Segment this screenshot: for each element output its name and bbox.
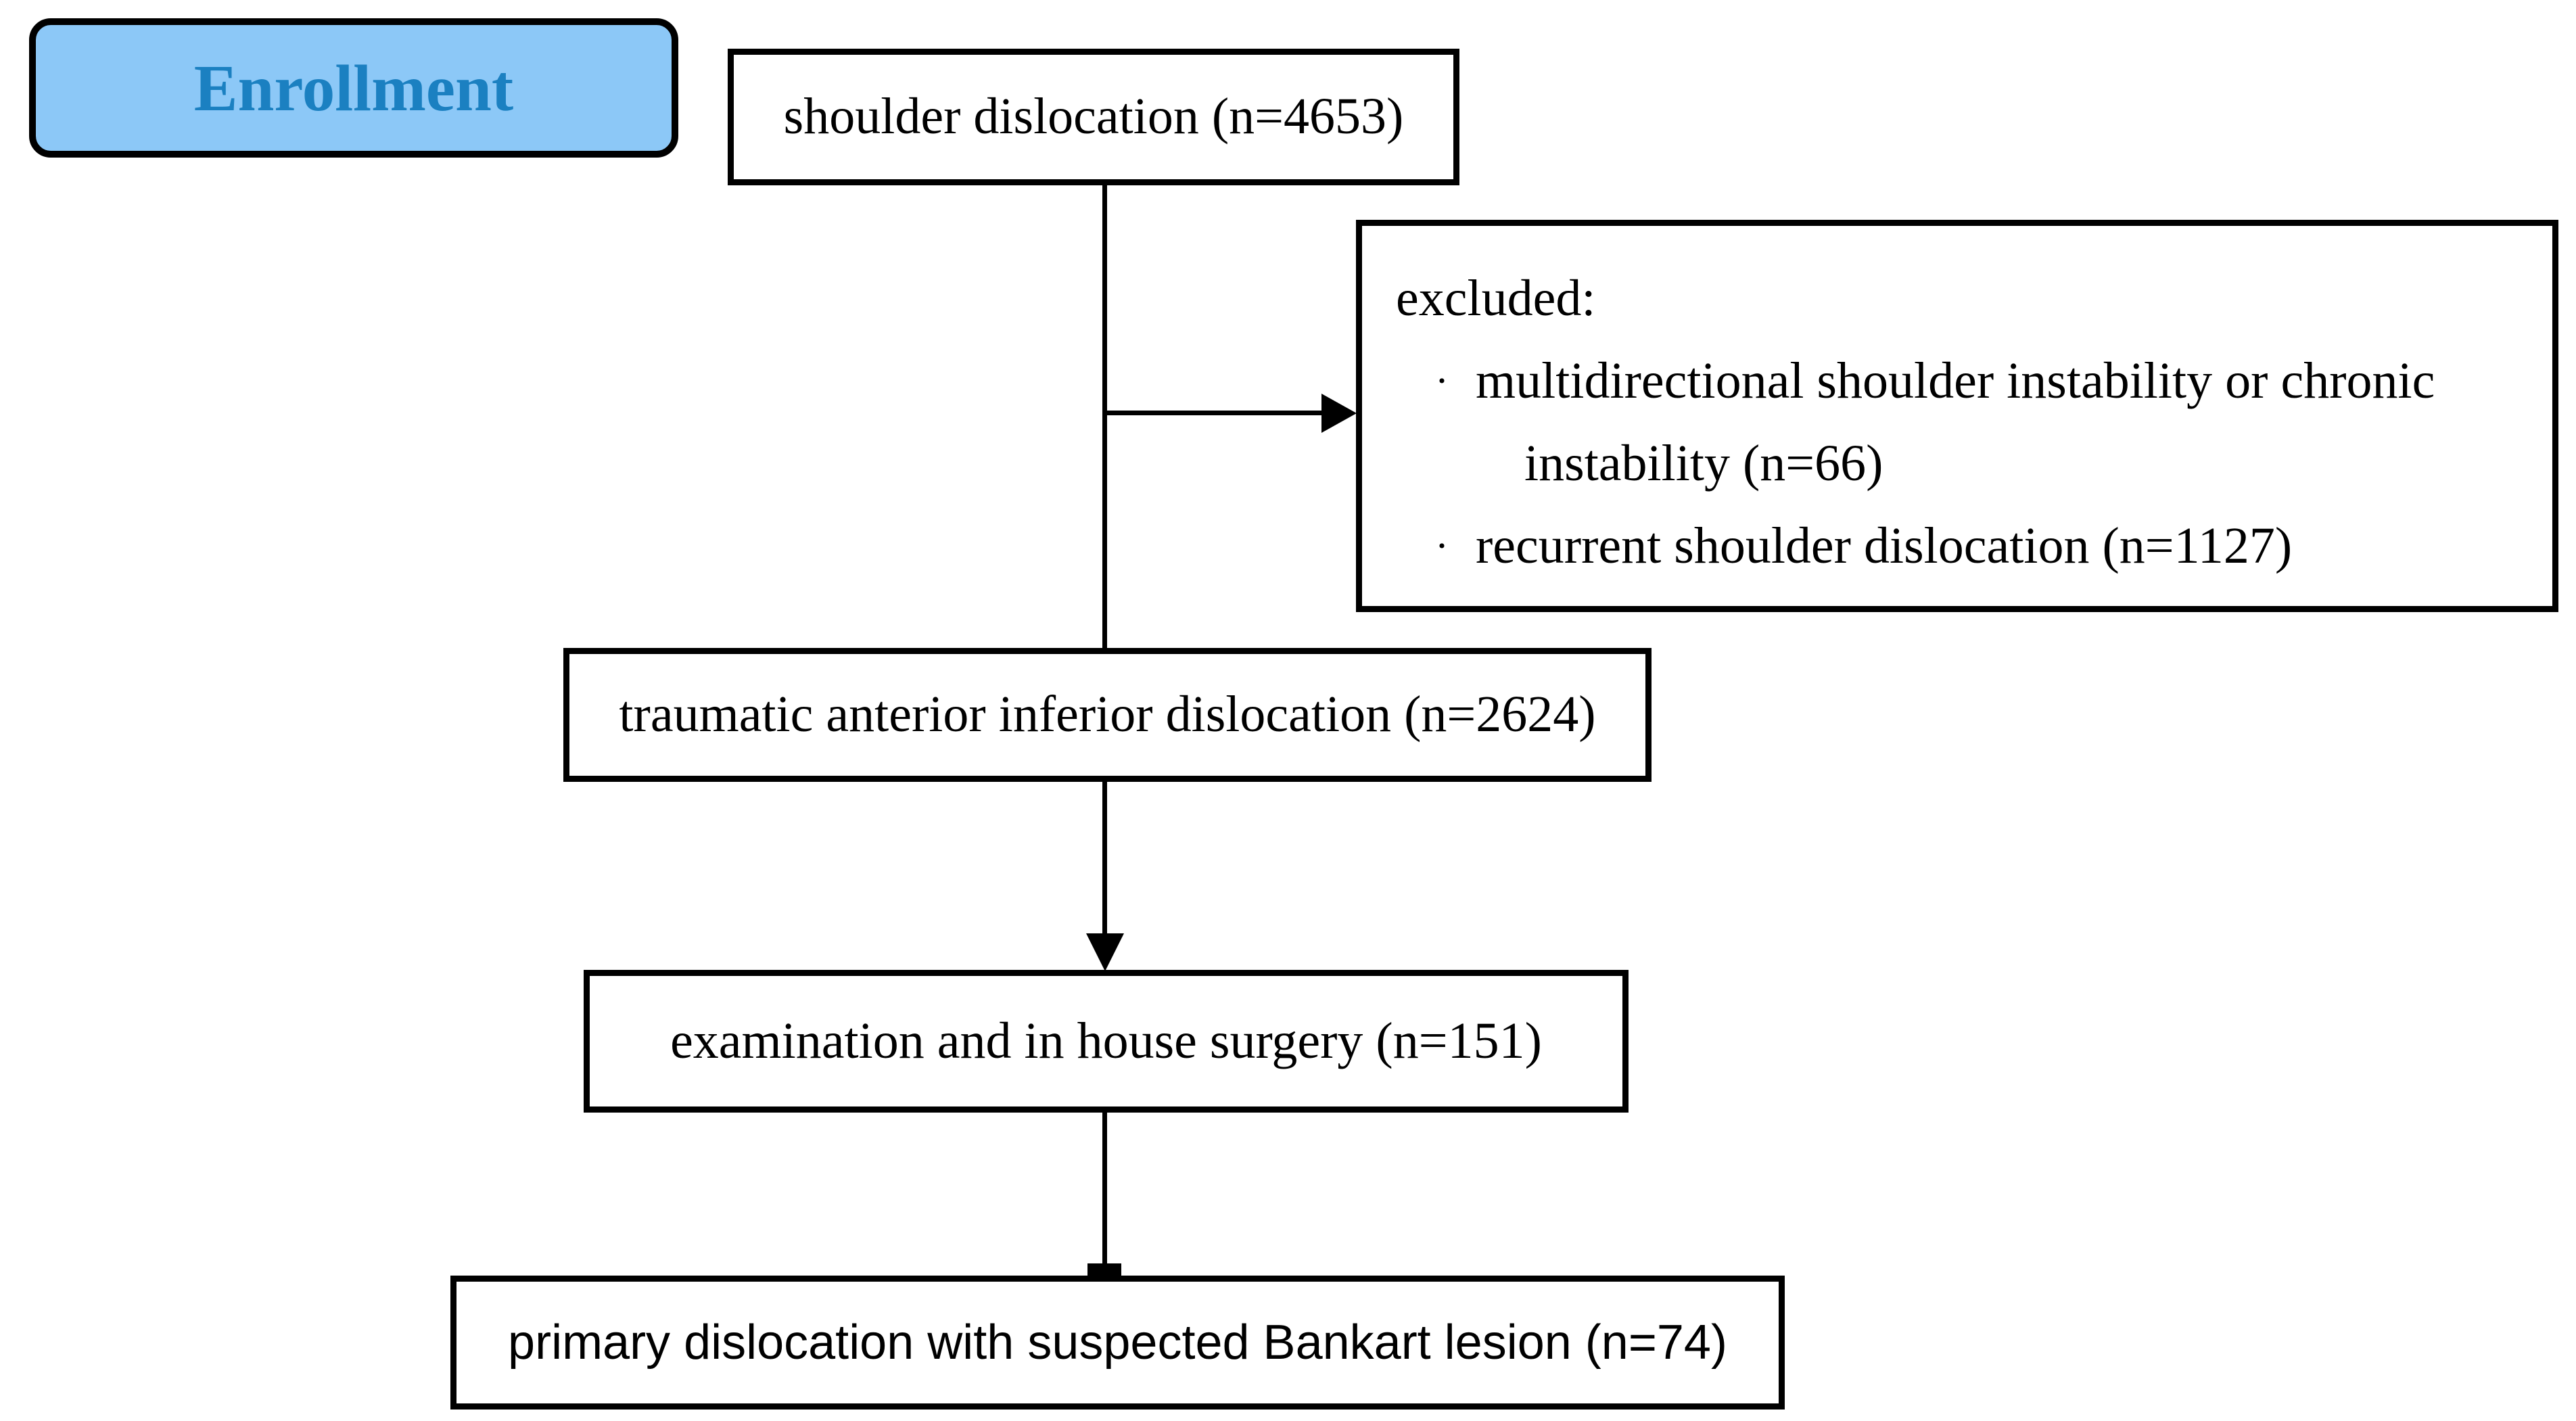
box-excluded: excluded: · multidirectional shoulder in… — [1356, 220, 2558, 612]
connector-traumatic-to-examination — [1102, 781, 1107, 937]
excluded-item-1-line-2: instability (n=66) — [1524, 435, 1883, 492]
box-primary-dislocation-label: primary dislocation with suspected Banka… — [508, 1315, 1727, 1370]
box-examination-surgery: examination and in house surgery (n=151) — [584, 970, 1629, 1113]
enrollment-stage-badge: Enrollment — [29, 18, 678, 158]
excluded-item-1-line-1: multidirectional shoulder instability or… — [1476, 352, 2435, 409]
connector-shoulder-to-traumatic — [1102, 184, 1107, 649]
box-primary-dislocation: primary dislocation with suspected Banka… — [450, 1276, 1785, 1410]
box-shoulder-dislocation: shoulder dislocation (n=4653) — [728, 49, 1459, 185]
arrowhead-stub-icon — [1087, 1263, 1121, 1276]
arrowhead-down-icon — [1086, 933, 1124, 971]
connector-branch-to-excluded — [1104, 411, 1324, 415]
excluded-item-2-label: recurrent shoulder dislocation (n=1127) — [1476, 517, 2293, 574]
arrowhead-right-icon — [1321, 394, 1357, 433]
bullet-dot-icon: · — [1435, 523, 1449, 568]
connector-examination-to-primary — [1102, 1111, 1107, 1277]
excluded-item-1: · multidirectional shoulder instability … — [1396, 340, 2536, 422]
box-examination-surgery-label: examination and in house surgery (n=151) — [670, 1012, 1542, 1069]
excluded-item-2: · recurrent shoulder dislocation (n=1127… — [1396, 505, 2536, 587]
enrollment-stage-label: Enrollment — [193, 51, 514, 124]
box-traumatic-anterior-inferior: traumatic anterior inferior dislocation … — [563, 648, 1652, 782]
bullet-dot-icon: · — [1435, 358, 1449, 403]
box-shoulder-dislocation-label: shoulder dislocation (n=4653) — [783, 88, 1404, 145]
excluded-title: excluded: — [1396, 270, 1596, 327]
box-traumatic-anterior-inferior-label: traumatic anterior inferior dislocation … — [619, 686, 1596, 743]
